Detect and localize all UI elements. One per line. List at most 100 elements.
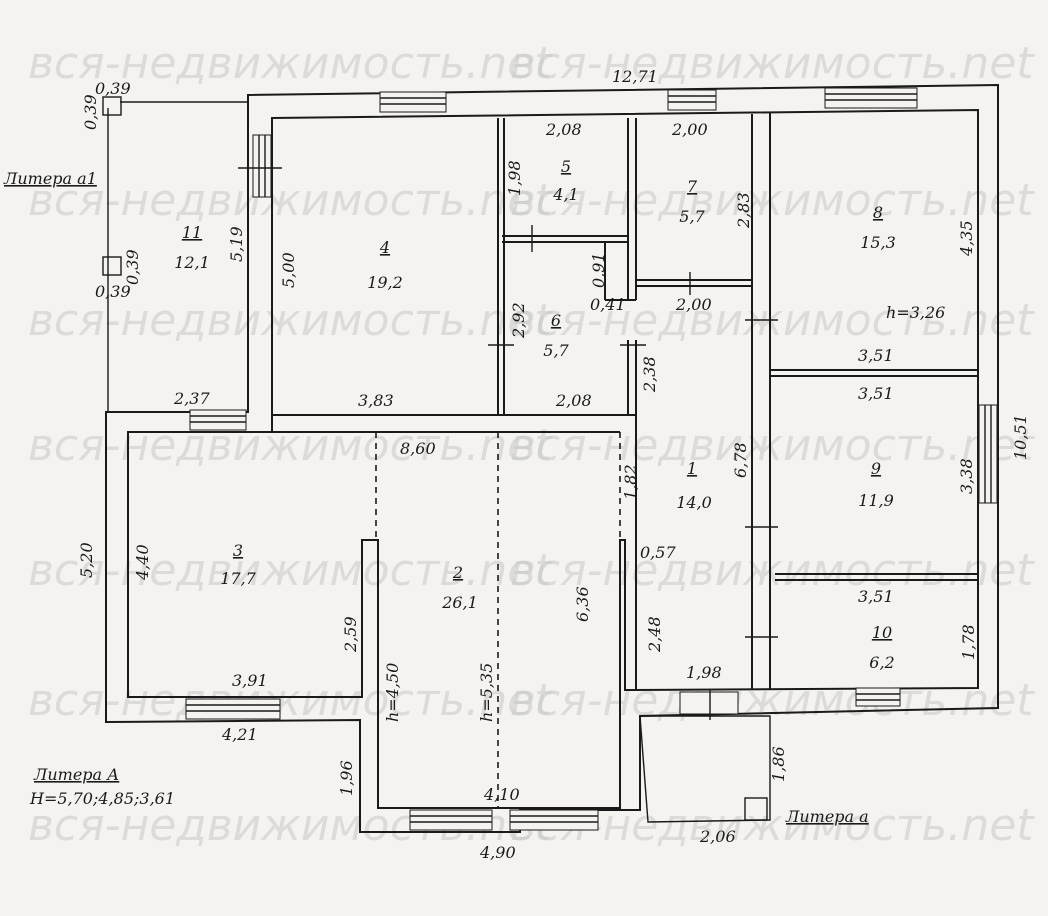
porch-post	[744, 797, 768, 821]
dim: 6,78	[731, 442, 750, 478]
dim: 1,78	[959, 624, 978, 660]
watermark: вся-недвижимость.net	[510, 420, 1035, 471]
room-11-number: 11	[182, 223, 202, 242]
outer-wall	[105, 83, 999, 833]
window	[409, 809, 493, 831]
window	[824, 87, 918, 109]
dim: 8,60	[400, 439, 436, 458]
room-6-area: 5,7	[543, 341, 569, 360]
height-labels: h=3,26 h=4,50 h=5,35	[383, 303, 945, 722]
height-room-2b: h=5,35	[477, 663, 496, 722]
room-3-number: 3	[233, 541, 243, 560]
room-7-number: 7	[687, 177, 698, 196]
dim: 0,39	[123, 249, 142, 285]
watermark: вся-недвижимость.net	[510, 38, 1035, 89]
dim: 5,20	[77, 542, 96, 578]
watermark: вся-недвижимость.net	[28, 545, 553, 596]
dim: 3,51	[858, 587, 894, 606]
dim: 1,96	[337, 760, 356, 796]
dim: 5,19	[227, 226, 246, 262]
liter-main-heights: H=5,70;4,85;3,61	[29, 789, 175, 808]
dim: 4,10	[483, 785, 520, 804]
watermark: вся-недвижимость.net	[28, 175, 553, 226]
window	[189, 409, 247, 431]
window	[252, 134, 272, 198]
dim: 3,91	[232, 671, 268, 690]
room-5-area: 4,1	[552, 185, 578, 204]
dim: 1,82	[621, 464, 640, 500]
dim: 2,48	[645, 616, 664, 653]
room-2-area: 26,1	[441, 593, 478, 612]
dim: 2,83	[734, 192, 753, 229]
dimensions-vertical: 0,39 0,39 5,19 5,00 1,98 2,83 0,91 2,92 …	[77, 94, 1030, 796]
room-5-number: 5	[561, 157, 571, 176]
room-1-area: 14,0	[676, 493, 712, 512]
dim: 4,90	[479, 843, 516, 862]
watermark: вся-недвижимость.net	[510, 675, 1035, 726]
dim: 3,51	[858, 346, 894, 365]
dim: 2,00	[671, 120, 708, 139]
room-9-area: 11,9	[858, 491, 894, 510]
liter-a1-label: Литера а1	[3, 169, 97, 188]
dim: 3,83	[358, 391, 394, 410]
room-10-area: 6,2	[869, 653, 894, 672]
door-marks	[238, 167, 778, 720]
watermark: вся-недвижимость.net	[28, 675, 553, 726]
dim: 1,98	[686, 663, 722, 682]
watermark: вся-недвижимость.net	[28, 295, 553, 346]
window	[379, 91, 447, 113]
dim: 2,08	[555, 391, 592, 410]
dimensions-horizontal: 12,71 0,39 0,39 2,08 2,00 0,41 2,00 3,51…	[95, 67, 894, 862]
dim: 0,39	[95, 79, 131, 98]
dim: 4,21	[221, 725, 258, 744]
dim: 0,91	[589, 252, 608, 288]
window	[667, 89, 717, 111]
watermark: вся-недвижимость.net	[510, 175, 1035, 226]
dim: 3,38	[957, 458, 976, 494]
height-room-8: h=3,26	[886, 303, 945, 322]
walls-liter-a1	[102, 96, 248, 412]
liter-a-label: Литера а	[785, 807, 869, 826]
room-9-number: 9	[871, 459, 881, 478]
room-1-number: 1	[687, 459, 697, 478]
window	[679, 691, 739, 715]
room-2-number: 2	[452, 563, 463, 582]
porch-outline	[639, 715, 771, 823]
dim: 0,39	[95, 282, 131, 301]
window	[855, 687, 901, 707]
dim: 2,00	[675, 295, 712, 314]
window	[185, 698, 281, 720]
dim: 6,36	[573, 586, 592, 622]
dim: 0,39	[81, 94, 100, 130]
room-8-area: 15,3	[860, 233, 896, 252]
walls-liter-a	[639, 715, 771, 823]
watermark-layer: вся-недвижимость.net вся-недвижимость.ne…	[28, 38, 1035, 851]
dim: 2,59	[341, 616, 360, 653]
a1-post	[102, 96, 122, 116]
dim-top-length: 12,71	[612, 67, 658, 86]
room-7-area: 5,7	[679, 207, 705, 226]
dim: 2,37	[173, 389, 210, 408]
dim: 4,35	[957, 220, 976, 257]
room-4-number: 4	[379, 238, 390, 257]
watermark: вся-недвижимость.net	[28, 420, 553, 471]
window	[978, 404, 998, 504]
window	[509, 809, 599, 831]
dim-right-length: 10,51	[1011, 414, 1030, 460]
dim: 1,98	[505, 160, 524, 196]
room-3-area: 17,7	[220, 569, 256, 588]
liter-legends: Литера а1 Литера А H=5,70;4,85;3,61 Лите…	[3, 169, 869, 826]
room-10-number: 10	[872, 623, 892, 642]
watermark: вся-недвижимость.net	[28, 38, 553, 89]
room-6-number: 6	[551, 311, 561, 330]
liter-main-label: Литера А	[33, 765, 119, 784]
dim: 2,92	[509, 302, 528, 339]
room-11-area: 12,1	[174, 253, 210, 272]
dim: 1,86	[769, 746, 788, 782]
dim: 0,57	[640, 543, 676, 562]
room-4-area: 19,2	[367, 273, 403, 292]
height-room-2a: h=4,50	[383, 663, 402, 722]
dim: 5,00	[279, 252, 298, 288]
dim: 2,08	[545, 120, 582, 139]
